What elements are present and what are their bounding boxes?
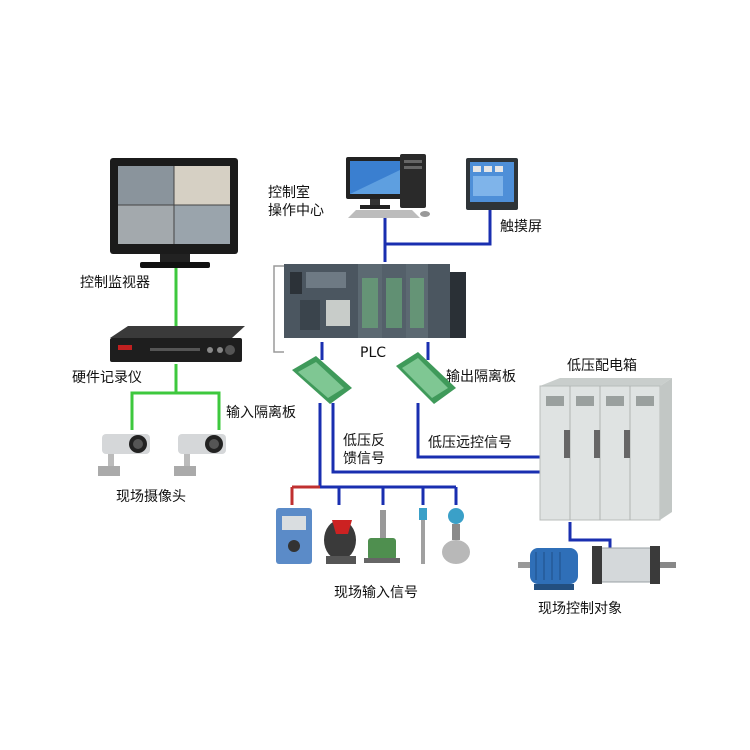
plc-bracket (273, 265, 284, 353)
lv-feedback-label: 低压反 馈信号 (343, 432, 385, 468)
dvr-icon (110, 326, 245, 362)
touch-screen-label: 触摸屏 (500, 219, 542, 235)
dvr-camera-left-link (130, 391, 176, 430)
control-room-label-line2: 操作中心 (268, 203, 324, 219)
field-objects-label: 现场控制对象 (538, 601, 622, 617)
camera-icon (98, 434, 150, 476)
lv-feedback-label-line2: 馈信号 (343, 451, 385, 467)
camera-icon (174, 434, 226, 476)
output-isolation-label: 输出隔离板 (446, 369, 516, 385)
cameras-label: 现场摄像头 (116, 489, 186, 505)
touchscreen-icon (466, 158, 518, 210)
monitor-icon (110, 158, 238, 268)
lv-cabinet-label: 低压配电箱 (567, 358, 637, 374)
lv-remote-control-link (416, 403, 540, 459)
computer-icon (346, 154, 430, 218)
isolation-board-icon (292, 356, 352, 404)
cabinet-icon (539, 378, 672, 521)
control-room-label-line1: 控制室 (268, 185, 310, 201)
sensor-icon (276, 508, 312, 564)
motor-icon (518, 548, 578, 590)
dvr-camera-right-link (176, 391, 221, 430)
plc-icon (284, 264, 466, 338)
sensor-icon (442, 508, 470, 564)
field-inputs-label: 现场输入信号 (334, 585, 418, 601)
touchscreen-plc-link (383, 210, 492, 262)
control-room-label: 控制室 操作中心 (268, 184, 324, 220)
input-isolation-label: 输入隔离板 (226, 405, 296, 421)
sensor-icon (419, 508, 427, 564)
dvr-label: 硬件记录仪 (72, 370, 142, 386)
actuator-icon (592, 546, 676, 584)
cabinet-object-link (568, 522, 612, 552)
monitor-label: 控制监视器 (80, 275, 150, 291)
lv-remote-control-label: 低压远控信号 (428, 435, 512, 451)
lv-feedback-link (331, 403, 540, 474)
isolation-board-icon (396, 352, 456, 404)
plc-label: PLC (360, 345, 387, 361)
sensor-icon (324, 520, 356, 564)
connection-lines (130, 210, 612, 552)
lv-feedback-label-line1: 低压反 (343, 433, 385, 449)
sensor-icon (364, 510, 400, 563)
